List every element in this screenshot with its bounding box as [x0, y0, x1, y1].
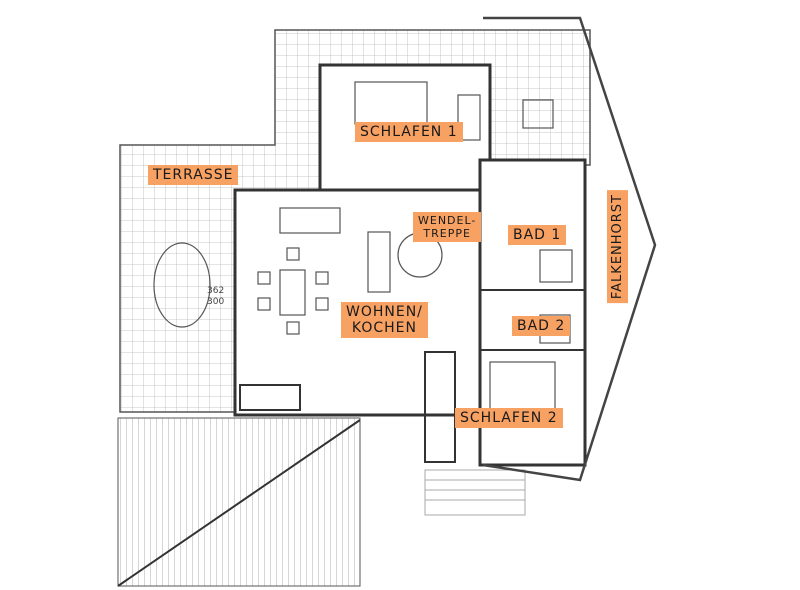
label-bad-1: BAD 1	[508, 225, 567, 245]
furniture	[153, 81, 573, 411]
label-schlafen-1: SCHLAFEN 1	[355, 122, 463, 142]
label-wendeltreppe: WENDEL- TREPPE	[413, 212, 482, 242]
label-bad-2: BAD 2	[512, 316, 571, 336]
label-wohnen-kochen: WOHNEN/ KOCHEN	[341, 302, 428, 338]
label-terrasse: TERRASSE	[148, 165, 239, 185]
label-schlafen-2: SCHLAFEN 2	[455, 408, 563, 428]
dimension-bottom: 300	[207, 297, 225, 307]
outside-stairs	[424, 469, 526, 516]
label-falkenhorst: FALKENHORST	[607, 190, 628, 304]
falkenhorst-outline	[482, 16, 657, 482]
dimension-top: 362	[207, 286, 225, 296]
